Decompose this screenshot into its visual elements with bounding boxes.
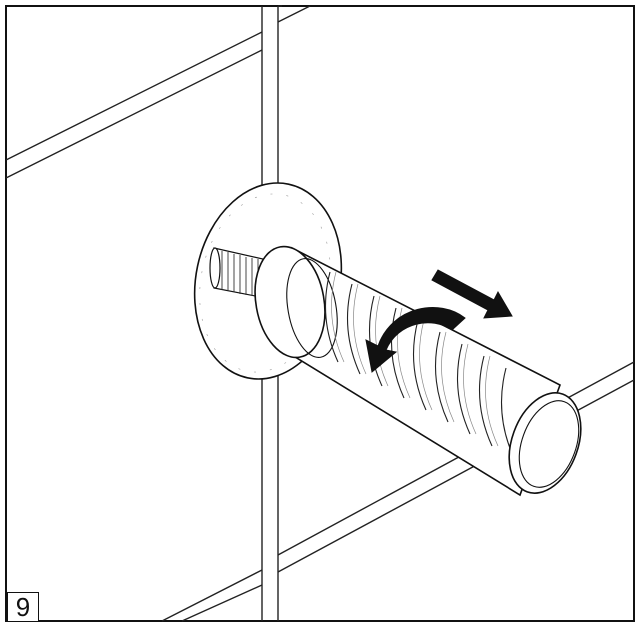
step-number-label: 9 xyxy=(7,592,39,622)
handle-end-cap xyxy=(508,392,582,494)
handle-body xyxy=(254,245,561,497)
tile-grid xyxy=(5,5,635,622)
curved-rotate-arrow-icon xyxy=(365,306,466,373)
straight-push-arrow-icon xyxy=(431,269,513,319)
splined-spindle xyxy=(209,247,277,301)
